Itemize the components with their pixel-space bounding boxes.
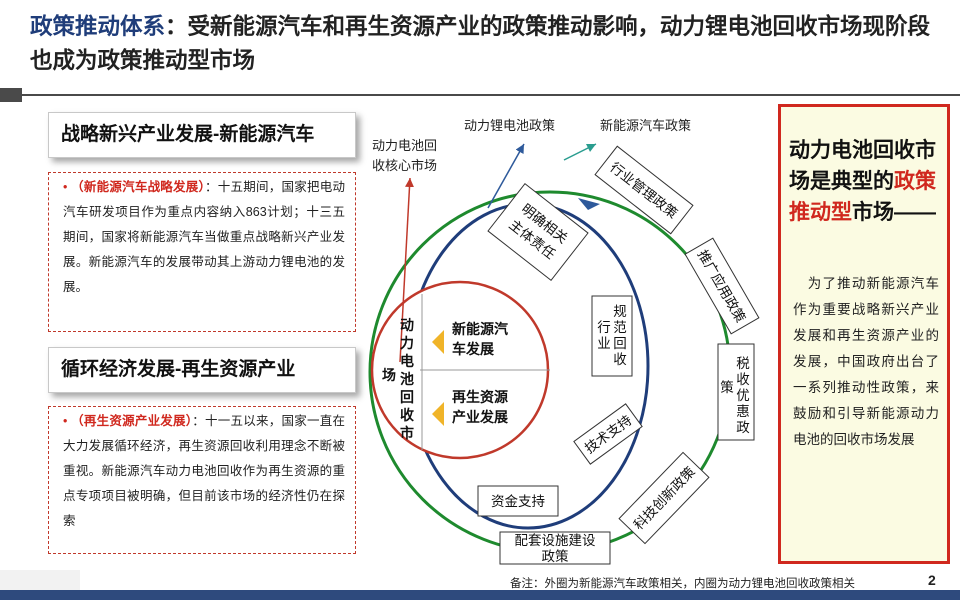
title-text: ：受新能源汽车和再生资源产业的政策推动影响，动力锂电池回收市场现阶段也成为政策推… — [30, 14, 931, 73]
arrow-core-market — [399, 177, 415, 363]
label-nev-policy: 新能源汽车政策 — [600, 118, 691, 133]
center-top-label: 新能源汽车发展 — [452, 321, 508, 357]
small-triangle — [578, 198, 600, 210]
label-battery-policy: 动力锂电池政策 — [464, 118, 555, 133]
summary-title-a: 动力电池回收市场是典型的 — [789, 139, 936, 193]
footer-logo-area — [0, 570, 80, 590]
center-title: 动力电池回收市 场 — [382, 317, 418, 441]
outer-box-infrastructure: 配套设施建设政策 — [499, 531, 611, 565]
outer-label-infrastructure: 配套设施建设政策 — [515, 533, 596, 564]
outer-box-innovation: 科技创新政策 — [618, 451, 710, 545]
section-text-nev: ：十五期间，国家把电动汽车研发项目作为重点内容纳入863计划；十三五期间，国家将… — [63, 180, 345, 294]
footer-note: 备注：外圈为新能源汽车政策相关，内圈为动力锂电池回收政策相关 — [510, 578, 855, 590]
section-lead-nev: （新能源汽车战略发展） — [71, 180, 206, 194]
inner-box-fund: 资金支持 — [477, 485, 559, 517]
outer-box-tax: 税收优惠政策 — [717, 343, 755, 441]
outer-label-tax: 税收优惠政策 — [720, 356, 750, 435]
summary-box: 动力电池回收市场是典型的政策推动型市场—— 为了推动新能源汽车作为重要战略新兴产… — [778, 104, 950, 564]
label-core-market-2: 收核心市场 — [372, 158, 437, 173]
section-box-recycle: • （再生资源产业发展）：十一五以来，国家一直在大力发展循环经济，再生资源回收利… — [48, 406, 356, 554]
page-number: 2 — [928, 572, 936, 588]
summary-body: 为了推动新能源汽车作为重要战略新兴产业发展和再生资源产业的发展，中国政府出台了一… — [793, 271, 939, 453]
bullet-dot: • — [63, 180, 68, 194]
center-bottom-label: 再生资源产业发展 — [452, 389, 508, 425]
summary-title-highlight: 政策推动型 — [789, 170, 936, 224]
inner-label-regulate: 规范回收行业 — [597, 304, 627, 367]
page-title: 政策推动体系：受新能源汽车和再生资源产业的政策推动影响，动力锂电池回收市场现阶段… — [30, 10, 950, 78]
outer-box-industry-mgmt: 行业管理政策 — [594, 145, 694, 235]
title-keyword: 政策推动体系 — [30, 14, 166, 39]
bullet-dot: • — [63, 414, 68, 428]
triangle-marker-bottom — [432, 402, 444, 426]
inner-box-regulate: 规范回收行业 — [591, 295, 633, 377]
label-core-market-1: 动力电池回 — [372, 138, 437, 153]
summary-title-b: 市场—— — [852, 201, 936, 224]
title-divider-tab — [0, 88, 22, 102]
summary-body-text: 为了推动新能源汽车作为重要战略新兴产业发展和再生资源产业的发展，中国政府出台了一… — [793, 276, 939, 447]
policy-diagram: 动力电池回 收核心市场 动力锂电池政策 新能源汽车政策 动力电池回收市 场 新能… — [368, 118, 760, 565]
section-text-recycle: ：十一五以来，国家一直在大力发展循环经济，再生资源回收利用理念不断被重视。新能源… — [63, 414, 345, 528]
section-box-nev: • （新能源汽车战略发展）：十五期间，国家把电动汽车研发项目作为重点内容纳入86… — [48, 172, 356, 332]
arrow-battery-policy — [487, 143, 525, 209]
section-lead-recycle: （再生资源产业发展） — [71, 414, 193, 428]
section-heading-recycle: 循环经济发展-再生资源产业 — [48, 347, 356, 393]
triangle-marker-top — [432, 330, 444, 354]
inner-label-fund: 资金支持 — [491, 494, 545, 509]
summary-title: 动力电池回收市场是典型的政策推动型市场—— — [789, 135, 939, 228]
footer-bar — [0, 590, 960, 600]
inner-box-tech: 技术支持 — [573, 403, 643, 465]
arrow-nev-policy — [563, 143, 597, 161]
title-divider — [0, 94, 960, 96]
section-heading-nev: 战略新兴产业发展-新能源汽车 — [48, 112, 356, 158]
